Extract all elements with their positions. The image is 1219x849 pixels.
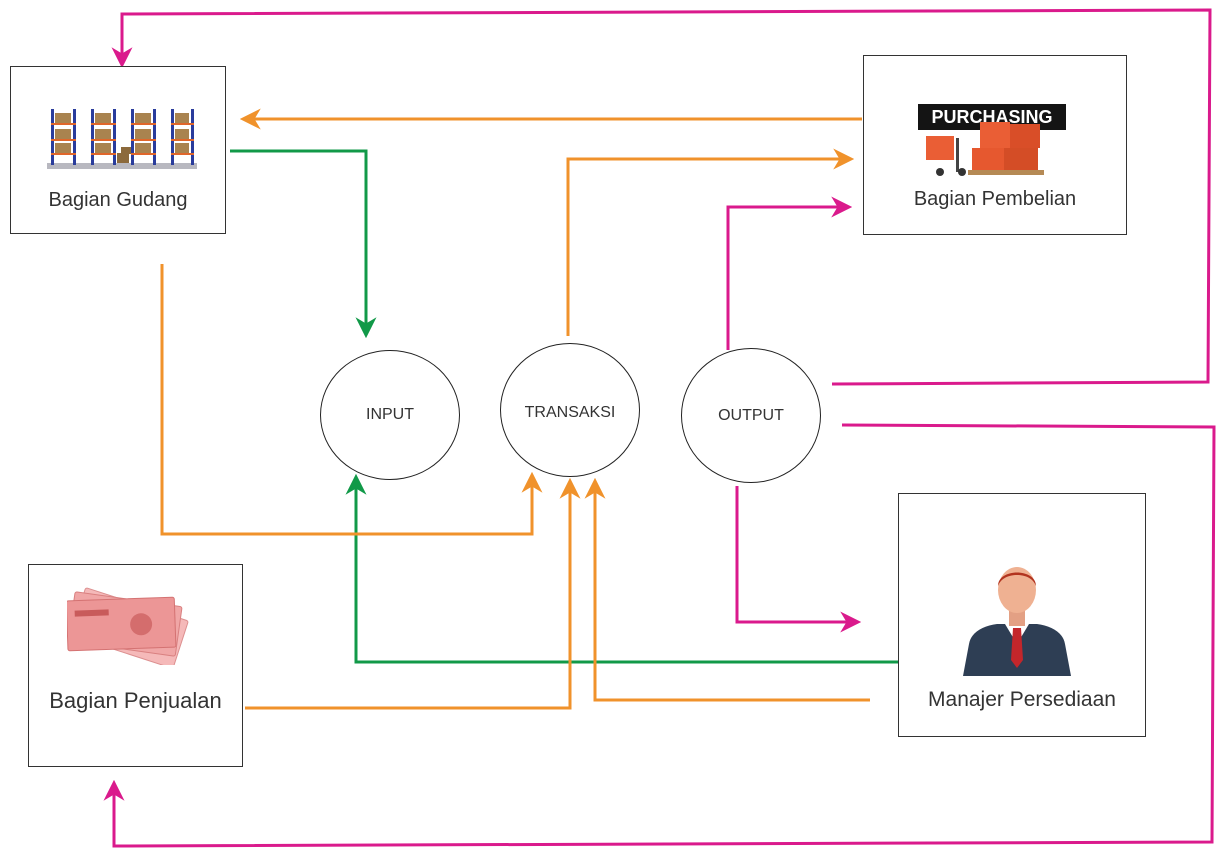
label-manajer-persediaan: Manajer Persediaan (928, 688, 1116, 711)
arrow-penjualan-to-transaksi (245, 477, 581, 710)
process-output-label: OUTPUT (718, 406, 784, 424)
process-output: OUTPUT (681, 348, 821, 483)
process-transaksi: TRANSAKSI (500, 343, 640, 477)
box-bagian-gudang: Bagian Gudang (10, 66, 226, 234)
box-bagian-penjualan: Bagian Penjualan (28, 564, 243, 767)
box-bagian-pembelian: PURCHASING Bagian Pembelian (863, 55, 1127, 235)
arrow-output-to-gudang (111, 8, 1212, 386)
warehouse-shelves-icon (47, 109, 197, 169)
label-bagian-gudang: Bagian Gudang (48, 189, 188, 211)
arrow-manajer-to-transaksi (584, 477, 870, 702)
box-manajer-persediaan: Manajer Persediaan (898, 493, 1146, 737)
arrow-output-to-penjualan (103, 423, 1216, 848)
businessman-icon (963, 567, 1071, 676)
arrow-transaksi-to-pembelian (566, 148, 855, 336)
purchasing-boxes-icon: PURCHASING (918, 104, 1066, 176)
arrow-gudang-to-transaksi (160, 264, 543, 536)
label-bagian-penjualan: Bagian Penjualan (49, 688, 222, 713)
banknotes-icon (67, 587, 189, 665)
process-input-label: INPUT (366, 406, 414, 423)
arrow-manajer-to-input (345, 473, 898, 664)
process-transaksi-label: TRANSAKSI (524, 404, 616, 421)
arrow-gudang-to-input (230, 149, 377, 339)
label-bagian-pembelian: Bagian Pembelian (913, 188, 1077, 210)
arrow-output-to-manajer (735, 486, 862, 633)
arrow-output-to-pembelian (726, 196, 853, 350)
purchasing-sign-text: PURCHASING (931, 107, 1052, 127)
process-input: INPUT (320, 350, 460, 480)
